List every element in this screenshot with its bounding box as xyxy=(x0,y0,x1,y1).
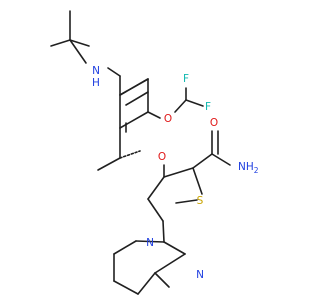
atom-label-nh-h: H xyxy=(92,77,100,89)
tert-butyl-group xyxy=(50,10,90,64)
bond xyxy=(211,153,231,166)
atom-label-s: S xyxy=(197,195,204,207)
atom-label-n-bridgehead: N xyxy=(146,237,154,249)
bond xyxy=(192,153,213,169)
imidazopyridine-ring xyxy=(113,220,186,295)
atom-label-f-upper: F xyxy=(183,73,189,85)
bond xyxy=(175,199,198,204)
atom-label-o-carbonyl: O xyxy=(210,117,218,129)
bond xyxy=(69,39,90,47)
atom-label-nh2-sub: 2 xyxy=(254,166,259,175)
atom-label-nh2: NH2 xyxy=(238,161,259,175)
bond xyxy=(147,111,161,119)
bond xyxy=(154,253,186,274)
bond xyxy=(147,198,164,222)
bond xyxy=(107,67,121,77)
bond xyxy=(137,272,156,295)
bond xyxy=(192,167,203,195)
bond xyxy=(174,99,187,113)
carboxamide-group xyxy=(192,130,231,169)
bond xyxy=(162,220,165,243)
bond xyxy=(119,111,149,129)
bond xyxy=(185,99,204,107)
atom-label-nh-sub: H xyxy=(92,77,100,89)
bond xyxy=(69,39,87,64)
bond xyxy=(97,157,121,171)
thiophene-ring xyxy=(147,164,203,222)
ring-substituents xyxy=(97,87,204,171)
bond xyxy=(135,240,165,243)
bond xyxy=(119,78,149,96)
bond xyxy=(113,280,139,295)
atom-label-n-imidazole: N xyxy=(196,269,204,281)
atom-label-f-lower: F xyxy=(205,101,211,113)
bond xyxy=(163,241,186,255)
atom-label-nh: N xyxy=(92,65,100,77)
atom-label-o-thiophene: O xyxy=(158,151,166,163)
atom-label-o-chf2: O xyxy=(164,113,172,125)
bond xyxy=(163,167,194,178)
atom-label-nh2-main: NH xyxy=(238,161,254,173)
amine-linker xyxy=(107,67,121,96)
benzene-ring xyxy=(119,78,149,133)
bond xyxy=(125,91,149,106)
bond xyxy=(154,272,170,288)
molecule-structure: N H F F O O O NH2 S N N xyxy=(50,10,259,295)
atom-label-nh-main: N xyxy=(92,65,100,77)
bond xyxy=(50,39,71,47)
bond xyxy=(147,176,165,200)
bond xyxy=(119,150,141,159)
bond xyxy=(113,240,137,255)
